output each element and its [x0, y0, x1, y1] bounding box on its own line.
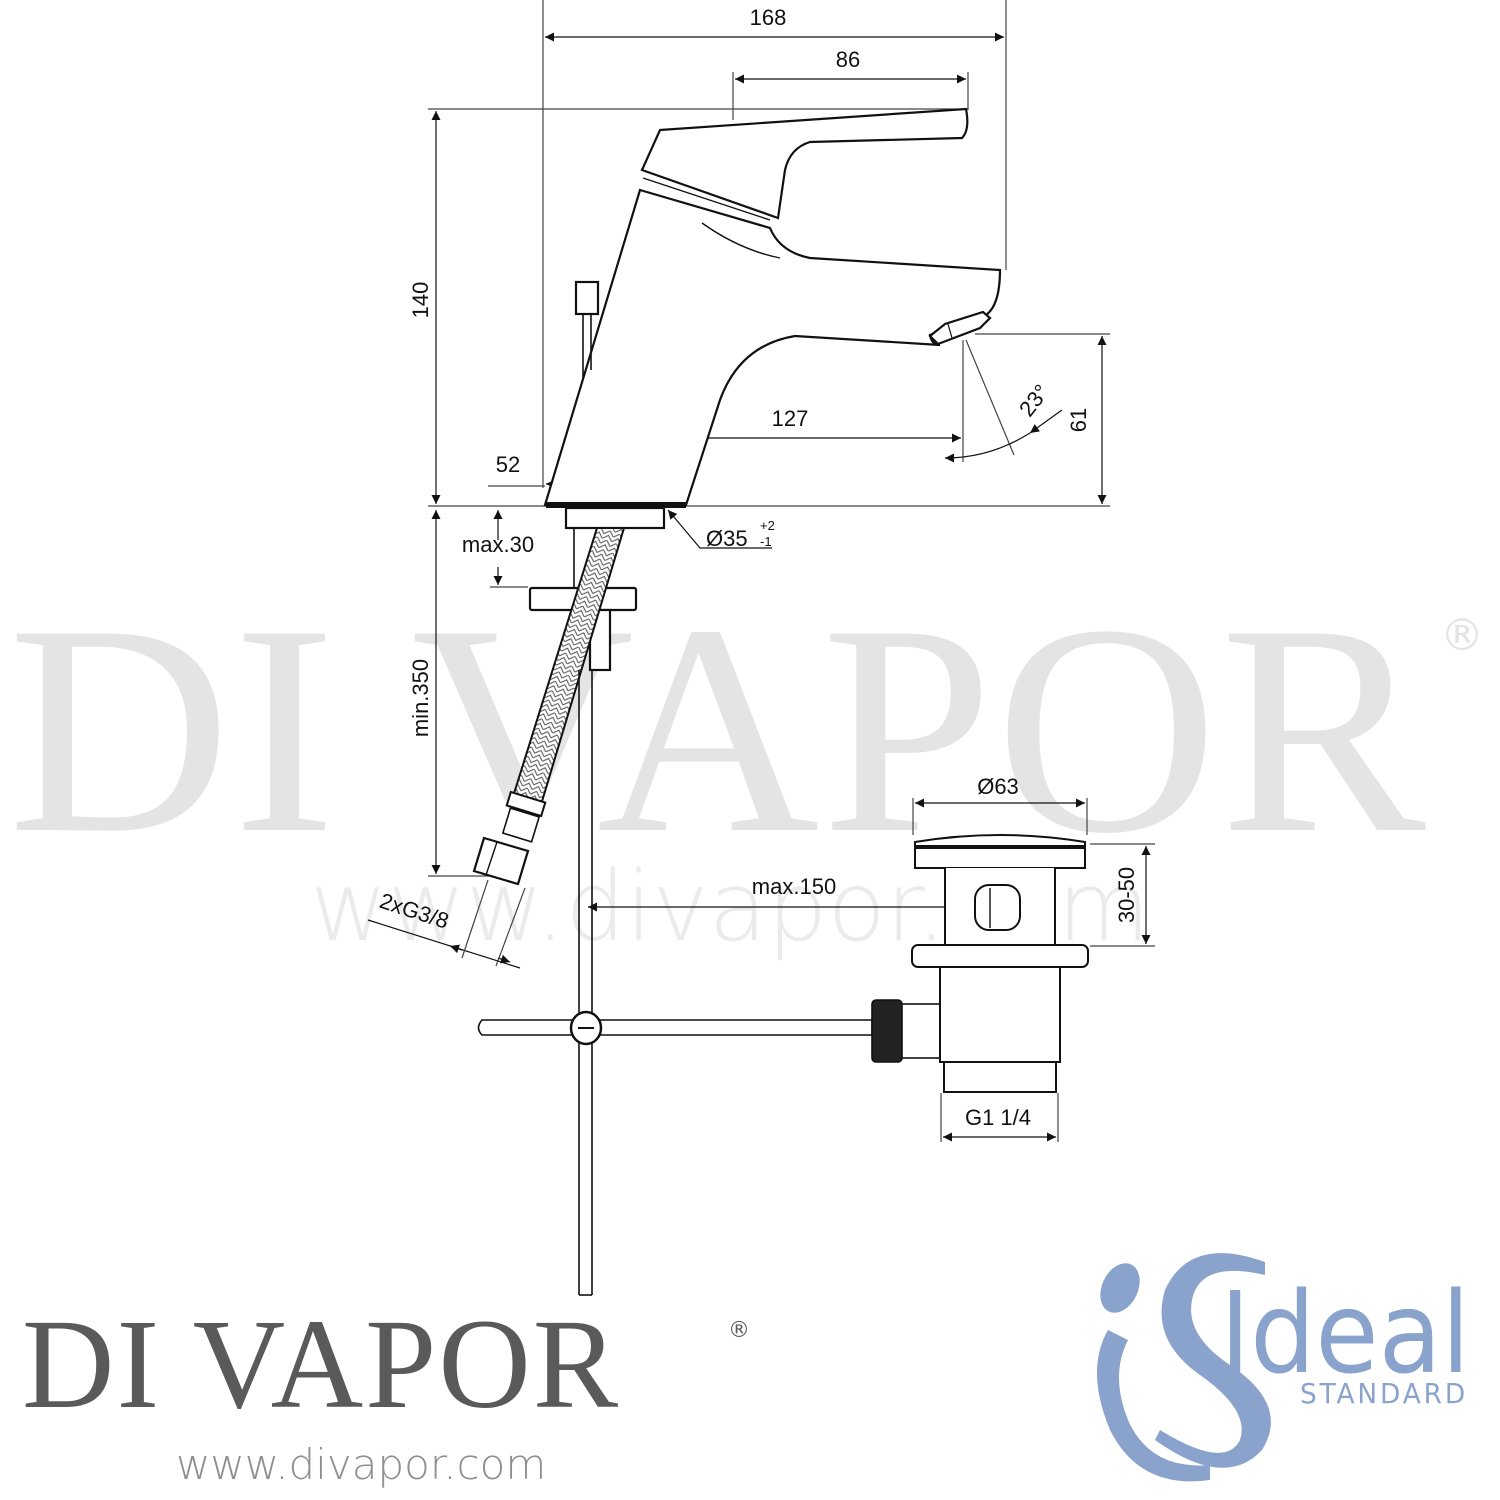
logo-i-dot — [1100, 1263, 1140, 1313]
label-61: 61 — [1066, 408, 1091, 432]
pivot-rod — [477, 999, 941, 1063]
hose-nut — [472, 836, 530, 886]
label-127: 127 — [772, 406, 809, 431]
label-52: 52 — [496, 452, 520, 477]
logo-s-swoosh — [1155, 1253, 1271, 1468]
tap-body — [528, 107, 1002, 672]
popup-waste — [911, 834, 1089, 1093]
lever-handle — [640, 107, 969, 220]
waste-flange — [914, 847, 1086, 869]
label-o63: Ø63 — [977, 774, 1019, 799]
base-flange — [564, 506, 666, 530]
label-30-50: 30-50 — [1114, 867, 1139, 923]
label-max150: max.150 — [752, 874, 836, 899]
waste-slot — [974, 884, 1021, 931]
popup-rod — [578, 670, 593, 1296]
label-tol-minus: -1 — [760, 534, 772, 549]
logo-ideal-word: Ideal — [1220, 1269, 1470, 1399]
flexible-hose — [472, 527, 626, 886]
ideal-standard-logo: Ideal STANDARD — [1096, 1253, 1470, 1482]
aerator — [928, 310, 992, 346]
logo-i-stem — [1096, 1330, 1210, 1482]
divapor-url[interactable]: www.divapor.com — [176, 1440, 547, 1489]
dim-23deg-arc — [944, 432, 1031, 463]
popup-knob — [574, 280, 600, 316]
waste-plug — [914, 834, 1086, 847]
divapor-logo: DI VAPOR — [22, 1293, 621, 1435]
label-23deg: 23° — [1014, 380, 1054, 422]
label-min350: min.350 — [408, 659, 433, 737]
label-140: 140 — [408, 282, 433, 319]
watermark-brand: DI VAPOR — [8, 563, 1428, 895]
waste-thread — [943, 1061, 1057, 1093]
waste-nut — [911, 944, 1089, 968]
watermark-registered-icon: ® — [1440, 610, 1484, 661]
divapor-registered-icon: ® — [728, 1318, 750, 1343]
label-tap-hole: Ø35 — [706, 526, 748, 551]
label-max30: max.30 — [462, 532, 534, 557]
label-tol-plus: +2 — [760, 518, 775, 533]
logo-standard-word: STANDARD — [1300, 1377, 1468, 1410]
label-168: 168 — [750, 5, 787, 30]
label-86: 86 — [836, 47, 860, 72]
label-g114: G1 1/4 — [965, 1105, 1031, 1130]
